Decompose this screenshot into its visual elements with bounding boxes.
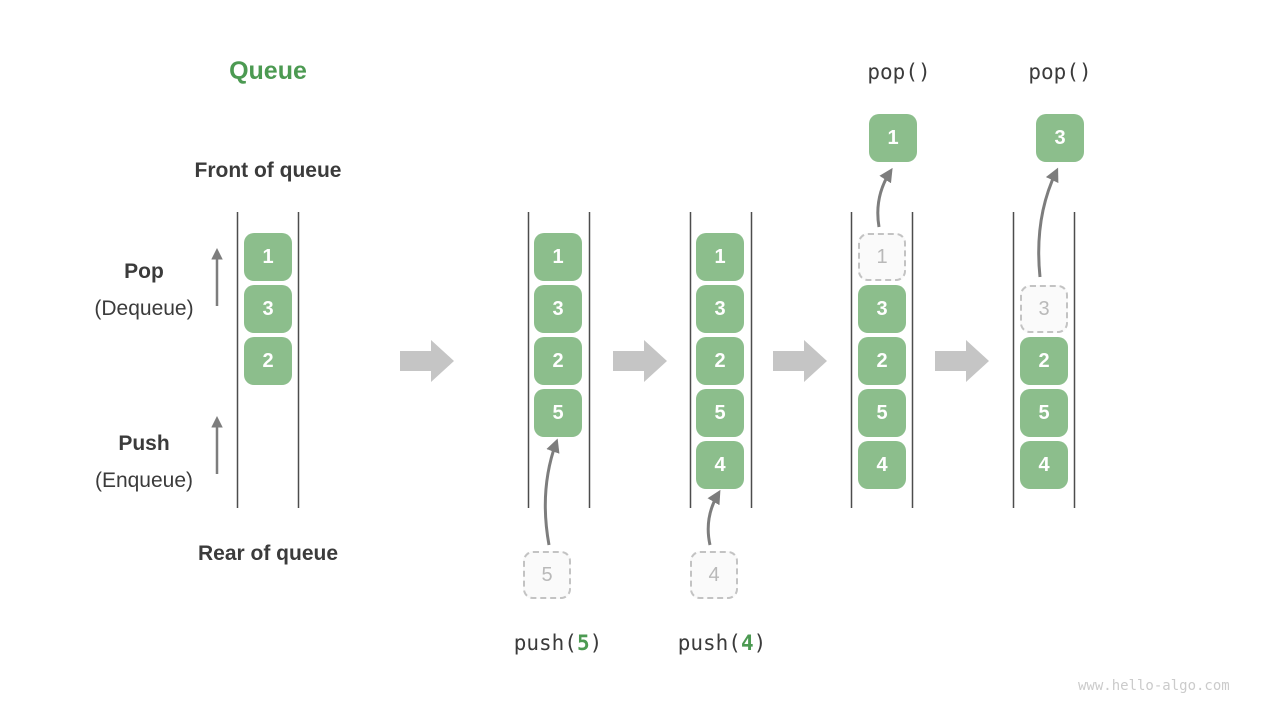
queue-cell: 5	[534, 389, 582, 437]
op-suffix: )	[589, 631, 603, 655]
queue-cell: 4	[1020, 441, 1068, 489]
popped-cell: 1	[869, 114, 917, 162]
removed-cell: 3	[1020, 285, 1068, 333]
push-label: Push	[118, 432, 170, 455]
step-arrow-icon	[613, 340, 667, 382]
pop-op-label: pop()	[867, 60, 931, 84]
op-suffix: )	[753, 631, 767, 655]
queue-cell: 3	[244, 285, 292, 333]
queue-cell: 1	[244, 233, 292, 281]
queue-cell: 3	[858, 285, 906, 333]
popped-cell: 3	[1036, 114, 1084, 162]
op-arg: 5	[576, 631, 590, 655]
push-4-arrow	[706, 489, 721, 546]
queue-cell: 2	[534, 337, 582, 385]
queue-cell: 5	[858, 389, 906, 437]
queue-cell: 4	[858, 441, 906, 489]
removed-cell: 1	[858, 233, 906, 281]
dequeue-label: (Dequeue)	[94, 297, 194, 320]
pop-label: Pop	[124, 260, 164, 283]
rear-of-queue-label: Rear of queue	[197, 542, 339, 565]
enqueue-label: (Enqueue)	[94, 469, 194, 492]
queue-cell: 1	[534, 233, 582, 281]
queue-cell: 3	[534, 285, 582, 333]
op-prefix: push(	[513, 631, 577, 655]
queue-cell: 4	[696, 441, 744, 489]
step-arrow-icon	[935, 340, 989, 382]
diagram-title: Queue	[229, 57, 307, 85]
front-of-queue-label: Front of queue	[194, 159, 342, 182]
push-4-op-label: push(4)	[622, 631, 822, 655]
queue-cell: 3	[696, 285, 744, 333]
pending-cell: 5	[523, 551, 571, 599]
queue-cell: 5	[696, 389, 744, 437]
queue-cell: 2	[1020, 337, 1068, 385]
queue-cell: 1	[696, 233, 744, 281]
push-5-arrow	[543, 438, 560, 546]
pop-op-label: pop()	[1028, 60, 1092, 84]
step-arrow-icon	[400, 340, 454, 382]
push-5-op-label: push(5)	[458, 631, 658, 655]
op-arg: 4	[740, 631, 754, 655]
step-arrow-icon	[773, 340, 827, 382]
pop-3-arrow	[1037, 167, 1059, 278]
pop-1-arrow	[876, 167, 893, 228]
watermark: www.hello-algo.com	[1078, 678, 1230, 694]
queue-cell: 2	[244, 337, 292, 385]
step-arrows	[400, 340, 989, 382]
queue-cell: 5	[1020, 389, 1068, 437]
pending-cell: 4	[690, 551, 738, 599]
queue-walls	[236, 212, 1076, 508]
queue-cell: 2	[696, 337, 744, 385]
queue-cell: 2	[858, 337, 906, 385]
op-prefix: push(	[677, 631, 741, 655]
